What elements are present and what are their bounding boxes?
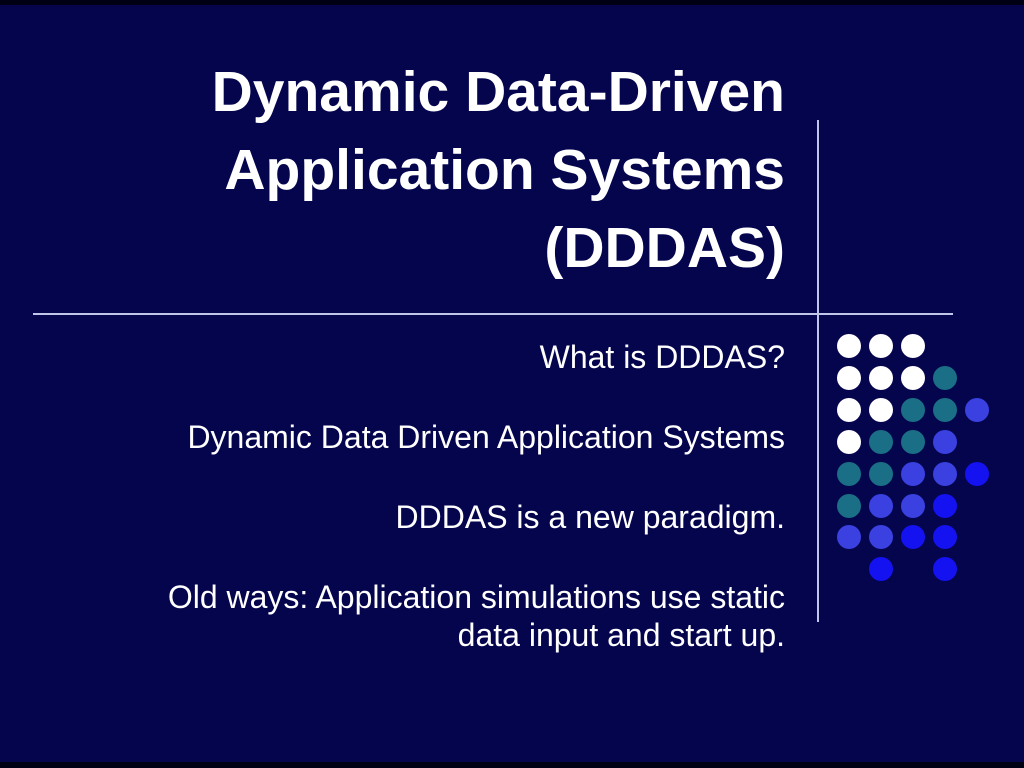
bottom-edge-bar [0,762,1024,768]
dot [901,334,925,358]
body-text: What is DDDAS? Dynamic Data Driven Appli… [100,338,785,696]
dot [965,397,989,422]
dot [901,397,925,422]
dot [837,334,861,358]
dot [869,461,893,486]
dot [965,461,989,486]
dot [933,493,957,518]
dot [869,525,893,550]
dot [869,557,893,582]
vertical-divider-rule [817,120,819,622]
body-paragraph: Old ways: Application simulations use st… [167,579,785,653]
dot [901,429,925,454]
body-paragraph: What is DDDAS? [539,339,785,375]
dot [901,365,925,390]
dot [933,397,957,422]
dot [901,525,925,550]
dot [901,493,925,518]
slide-title-line: Application Systems [224,138,785,202]
dot [837,525,861,550]
dot [837,461,861,486]
dot [869,493,893,518]
dot [869,429,893,454]
dot [869,334,893,358]
dot [933,525,957,550]
title-underline-rule [33,313,953,315]
dot [933,557,957,582]
dot [837,397,861,422]
dot [933,365,957,390]
dot [869,365,893,390]
slide-title-line: (DDDAS) [544,216,785,280]
body-paragraph: DDDAS is a new paradigm. [395,499,785,535]
dot [933,461,957,486]
dot [901,461,925,486]
dot [837,429,861,454]
slide-title: Dynamic Data-Driven Application Systems … [80,53,785,287]
dot [837,365,861,390]
dot [869,397,893,422]
dot [837,493,861,518]
top-edge-bar [0,0,1024,5]
body-paragraph: Dynamic Data Driven Application Systems [187,419,785,455]
dot [933,429,957,454]
slide-title-line: Dynamic Data-Driven [211,60,785,124]
